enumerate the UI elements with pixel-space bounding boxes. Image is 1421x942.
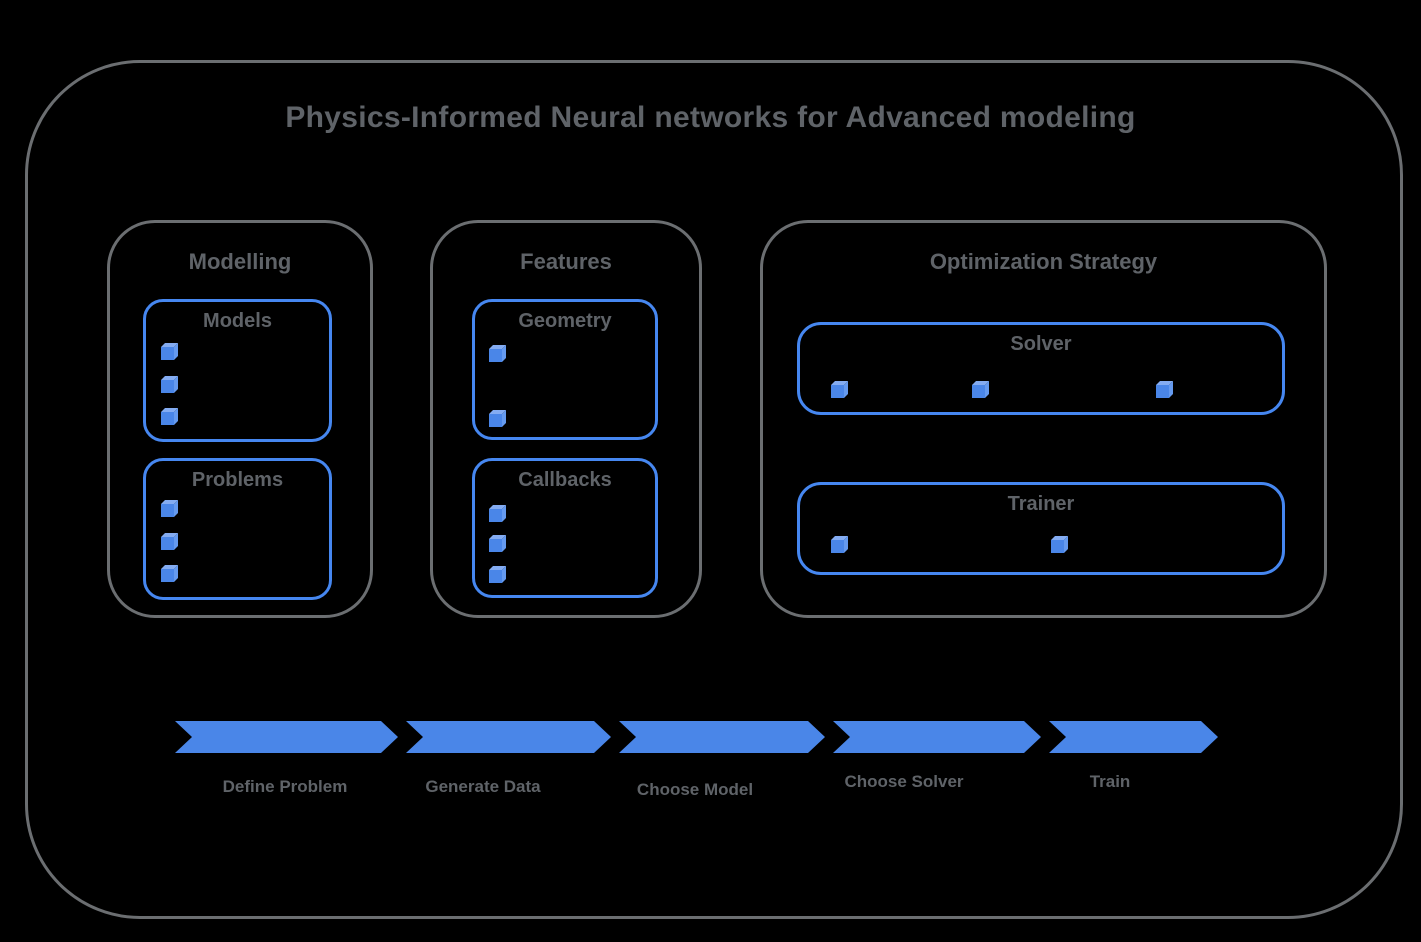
flow-step-label-choose-model: Choose Model [636,780,754,799]
flow-step-label-define-problem: Define Problem [222,777,348,796]
flow-arrow-choose-solver [833,721,1041,753]
box-problems: Problems [143,458,332,600]
flow-arrow-choose-model [619,721,825,753]
section-optimization-strategy: Optimization Strategy [760,220,1327,618]
section-title-features: Features [520,249,612,274]
cube-icon [831,540,844,553]
cube-icon [161,569,174,582]
cube-icon [831,385,844,398]
box-trainer: Trainer [797,482,1285,575]
page-title: Physics-Informed Neural networks for Adv… [285,101,1136,134]
cube-icon [489,570,502,583]
box-geometry: Geometry [472,299,658,440]
flow-arrow-generate-data [406,721,611,753]
outer-frame [25,60,1403,919]
box-title-geometry: Geometry [518,310,612,332]
box-solver: Solver [797,322,1285,415]
cube-icon [161,380,174,393]
cube-icon [972,385,985,398]
flow-step-label-train: Train [1089,772,1131,791]
box-title-problems: Problems [191,469,284,491]
cube-icon [161,537,174,550]
section-features: Features [430,220,702,618]
cube-icon [489,539,502,552]
section-modelling: Modelling [107,220,373,618]
cube-icon [489,414,502,427]
box-callbacks: Callbacks [472,458,658,598]
cube-icon [489,349,502,362]
flow-step-label-generate-data: Generate Data [425,777,541,796]
flow-arrow-train [1049,721,1218,753]
cube-icon [489,509,502,522]
cube-icon [161,504,174,517]
flow-arrow-define-problem [175,721,398,753]
cube-icon [1051,540,1064,553]
flow-step-label-choose-solver: Choose Solver [844,772,964,791]
box-title-models: Models [203,310,272,332]
box-title-trainer: Trainer [1007,493,1075,515]
section-title-modelling: Modelling [188,249,292,274]
cube-icon [161,347,174,360]
box-title-callbacks: Callbacks [518,469,612,491]
box-title-solver: Solver [1010,333,1072,355]
box-models: Models [143,299,332,442]
section-title-optimization-strategy: Optimization Strategy [929,249,1158,274]
cube-icon [1156,385,1169,398]
cube-icon [161,412,174,425]
process-flow: Define Problem Generate Data Choose Mode… [0,721,1421,821]
